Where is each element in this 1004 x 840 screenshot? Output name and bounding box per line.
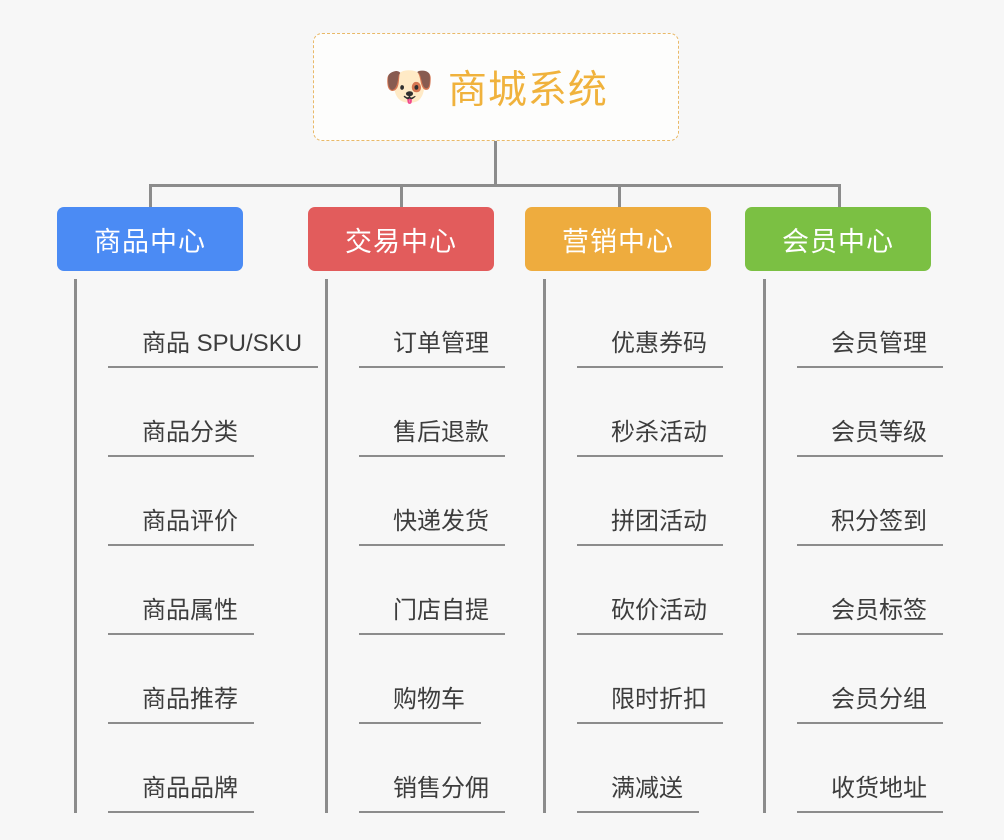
leaf-item[interactable]: 会员分组 [763, 635, 977, 724]
leaf-label: 收货地址 [831, 775, 927, 802]
leaf-label: 秒杀活动 [611, 419, 707, 446]
leaf-label: 限时折扣 [611, 686, 707, 713]
leaf-label: 会员管理 [831, 330, 927, 357]
leaf-label: 积分签到 [831, 508, 927, 535]
branch-header-label: 会员中心 [782, 226, 894, 257]
leaf-item[interactable]: 满减送 [543, 724, 733, 813]
leaf-underline: 快递发货 [359, 501, 505, 546]
leaf-item[interactable]: 限时折扣 [543, 635, 757, 724]
leaf-underline: 商品品牌 [108, 768, 254, 813]
branch-drop-connector-4 [838, 184, 841, 208]
branch-header-label: 营销中心 [562, 226, 674, 257]
leaf-label: 商品推荐 [142, 686, 238, 713]
leaf-item[interactable]: 商品评价 [74, 457, 288, 546]
leaf-trunk-line [325, 279, 328, 813]
root-stem-connector [494, 141, 497, 186]
leaf-item[interactable]: 收货地址 [763, 724, 977, 813]
branch-drop-connector-3 [618, 184, 621, 208]
root-node[interactable]: 🐶 商城系统 [313, 33, 679, 141]
leaf-item[interactable]: 购物车 [325, 635, 515, 724]
branch-bus-connector [150, 184, 840, 187]
shiba-dog-face-icon: 🐶 [384, 65, 434, 109]
leaf-item[interactable]: 商品属性 [74, 546, 288, 635]
leaf-label: 商品 SPU/SKU [142, 330, 303, 357]
leaf-label: 订单管理 [393, 330, 489, 357]
leaf-item[interactable]: 销售分佣 [325, 724, 539, 813]
leaf-underline: 优惠券码 [577, 323, 723, 368]
leaf-underline: 会员等级 [797, 412, 943, 457]
leaf-underline: 销售分佣 [359, 768, 505, 813]
leaf-item[interactable]: 快递发货 [325, 457, 539, 546]
leaf-underline: 拼团活动 [577, 501, 723, 546]
leaf-underline: 商品推荐 [108, 679, 254, 724]
leaf-label: 优惠券码 [611, 330, 707, 357]
leaf-item[interactable]: 砍价活动 [543, 546, 757, 635]
leaf-underline: 商品分类 [108, 412, 254, 457]
leaf-underline: 砍价活动 [577, 590, 723, 635]
leaf-label: 满减送 [611, 775, 683, 802]
leaf-item[interactable]: 商品推荐 [74, 635, 288, 724]
leaf-item[interactable]: 优惠券码 [543, 279, 757, 368]
leaf-trunk-line [74, 279, 77, 813]
leaf-label: 砍价活动 [611, 597, 707, 624]
root-title: 商城系统 [447, 69, 608, 112]
leaf-trunk-line [543, 279, 546, 813]
leaf-item[interactable]: 售后退款 [325, 368, 539, 457]
branch-drop-connector-2 [400, 184, 403, 208]
branch-header-member-center[interactable]: 会员中心 [745, 207, 931, 271]
leaf-item[interactable]: 会员标签 [763, 546, 977, 635]
leaf-item[interactable]: 积分签到 [763, 457, 977, 546]
branch-header-marketing-center[interactable]: 营销中心 [525, 207, 711, 271]
leaf-trunk-line [763, 279, 766, 813]
leaf-label: 会员等级 [831, 419, 927, 446]
leaf-label: 门店自提 [393, 597, 489, 624]
branch-header-trade-center[interactable]: 交易中心 [308, 207, 494, 271]
leaf-item[interactable]: 商品品牌 [74, 724, 288, 813]
leaf-item[interactable]: 商品 SPU/SKU [74, 279, 352, 368]
leaf-item[interactable]: 秒杀活动 [543, 368, 757, 457]
branch-header-label: 交易中心 [345, 226, 457, 257]
leaf-underline: 购物车 [359, 679, 481, 724]
leaf-label: 商品评价 [142, 508, 238, 535]
leaf-label: 销售分佣 [393, 775, 489, 802]
leaf-underline: 收货地址 [797, 768, 943, 813]
leaf-label: 商品属性 [142, 597, 238, 624]
leaf-underline: 积分签到 [797, 501, 943, 546]
leaf-item[interactable]: 拼团活动 [543, 457, 757, 546]
leaf-label: 会员标签 [831, 597, 927, 624]
leaf-underline: 满减送 [577, 768, 699, 813]
leaf-label: 商品品牌 [142, 775, 238, 802]
leaf-label: 商品分类 [142, 419, 238, 446]
leaf-item[interactable]: 门店自提 [325, 546, 539, 635]
leaf-label: 售后退款 [393, 419, 489, 446]
leaf-underline: 限时折扣 [577, 679, 723, 724]
leaf-underline: 商品 SPU/SKU [108, 323, 319, 368]
leaf-label: 购物车 [393, 686, 465, 713]
leaf-underline: 商品属性 [108, 590, 254, 635]
leaf-underline: 售后退款 [359, 412, 505, 457]
leaf-underline: 门店自提 [359, 590, 505, 635]
leaf-label: 快递发货 [393, 508, 489, 535]
leaf-label: 会员分组 [831, 686, 927, 713]
leaf-underline: 会员标签 [797, 590, 943, 635]
leaf-underline: 秒杀活动 [577, 412, 723, 457]
leaf-item[interactable]: 会员管理 [763, 279, 977, 368]
leaf-underline: 订单管理 [359, 323, 505, 368]
leaf-item[interactable]: 会员等级 [763, 368, 977, 457]
leaf-underline: 会员管理 [797, 323, 943, 368]
branch-header-label: 商品中心 [94, 226, 206, 257]
branch-drop-connector-1 [149, 184, 152, 208]
branch-header-product-center[interactable]: 商品中心 [57, 207, 243, 271]
leaf-item[interactable]: 订单管理 [325, 279, 539, 368]
leaf-underline: 会员分组 [797, 679, 943, 724]
leaf-item[interactable]: 商品分类 [74, 368, 288, 457]
leaf-underline: 商品评价 [108, 501, 254, 546]
leaf-label: 拼团活动 [611, 508, 707, 535]
